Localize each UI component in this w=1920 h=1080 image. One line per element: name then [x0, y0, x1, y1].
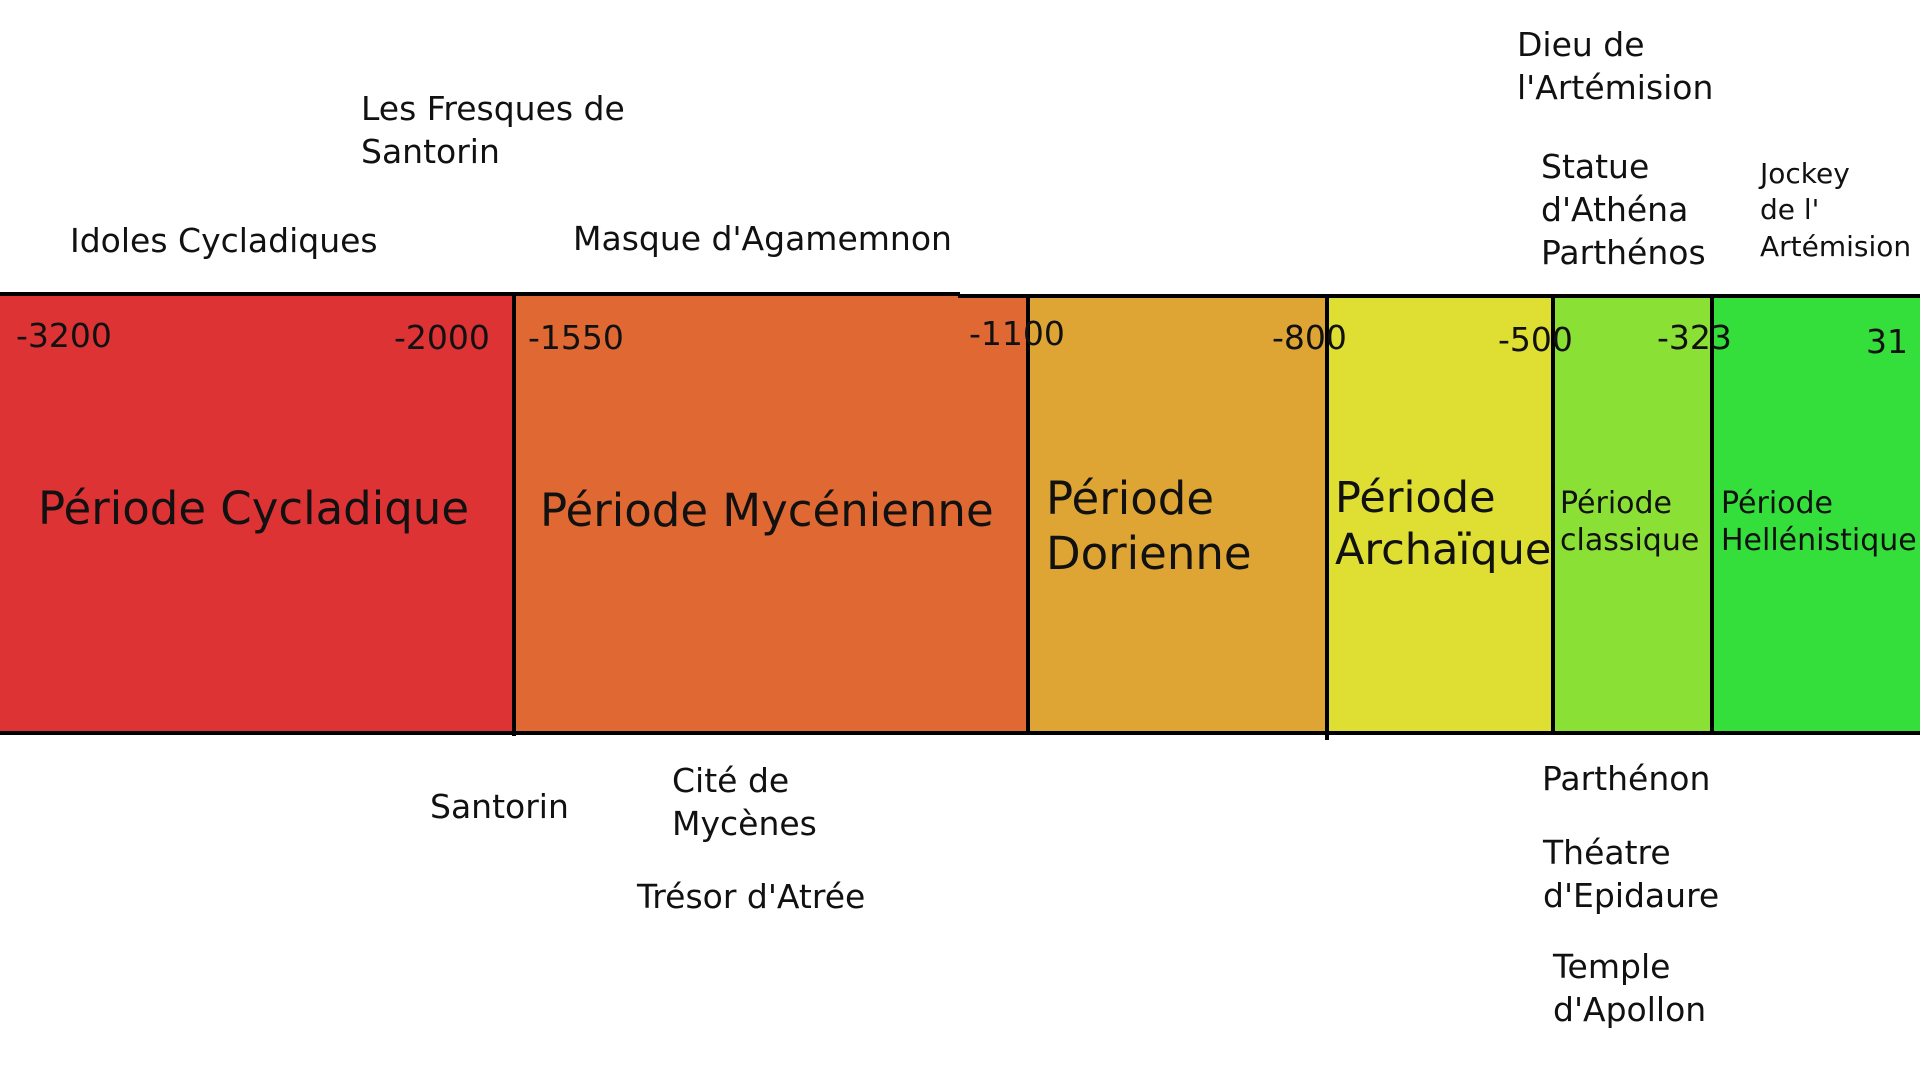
period-hellenistique: Période Hellénistique [1712, 296, 1920, 734]
period-label: Période Hellénistique [1721, 486, 1917, 558]
artwork-label: Masque d'Agamemnon [573, 219, 952, 258]
timeline-bottom-border [0, 731, 1920, 735]
monument-label: Parthénon [1542, 759, 1711, 798]
period-divider [1026, 294, 1030, 734]
date-label: 31 [1866, 322, 1908, 361]
period-divider [512, 294, 516, 736]
date-label: -3200 [16, 316, 112, 355]
monument-label: Théatre d'Epidaure [1543, 833, 1720, 915]
monument-label: Santorin [430, 787, 569, 826]
date-label: -1100 [969, 314, 1065, 353]
date-label: -1550 [528, 318, 624, 357]
period-label: Période Archaïque [1335, 473, 1552, 576]
period-label: Période Mycénienne [540, 484, 994, 537]
period-classique: Période classique [1554, 296, 1712, 734]
timeline-top-border-right [958, 294, 1920, 298]
monument-label: Temple d'Apollon [1553, 947, 1707, 1029]
period-dorienne: Période Dorienne [1028, 296, 1328, 734]
artwork-label: Idoles Cycladiques [70, 221, 378, 260]
period-label: Période Dorienne [1046, 472, 1252, 580]
period-archaique: Période Archaïque [1328, 296, 1554, 734]
timeline-top-border-left [0, 292, 960, 296]
artwork-label: Dieu de l'Artémision [1517, 25, 1714, 107]
date-label: -800 [1272, 318, 1347, 357]
date-label: -323 [1657, 318, 1732, 357]
period-cycladique: Période Cycladique [0, 296, 514, 734]
date-label: -500 [1498, 320, 1573, 359]
period-label: Période Cycladique [38, 482, 470, 535]
artwork-label: Jockey de l' Artémision [1760, 157, 1912, 263]
monument-label: Cité de Mycènes [672, 761, 817, 843]
monument-label: Trésor d'Atrée [637, 877, 866, 916]
artwork-label: Les Fresques de Santorin [361, 89, 625, 171]
period-mycenienne: Période Mycénienne [514, 296, 1028, 734]
period-divider [1325, 294, 1329, 740]
artwork-label: Statue d'Athéna Parthénos [1541, 147, 1706, 272]
date-label: -2000 [394, 318, 490, 357]
period-divider [1710, 294, 1714, 734]
period-divider [1551, 294, 1555, 734]
period-label: Période classique [1560, 486, 1700, 558]
